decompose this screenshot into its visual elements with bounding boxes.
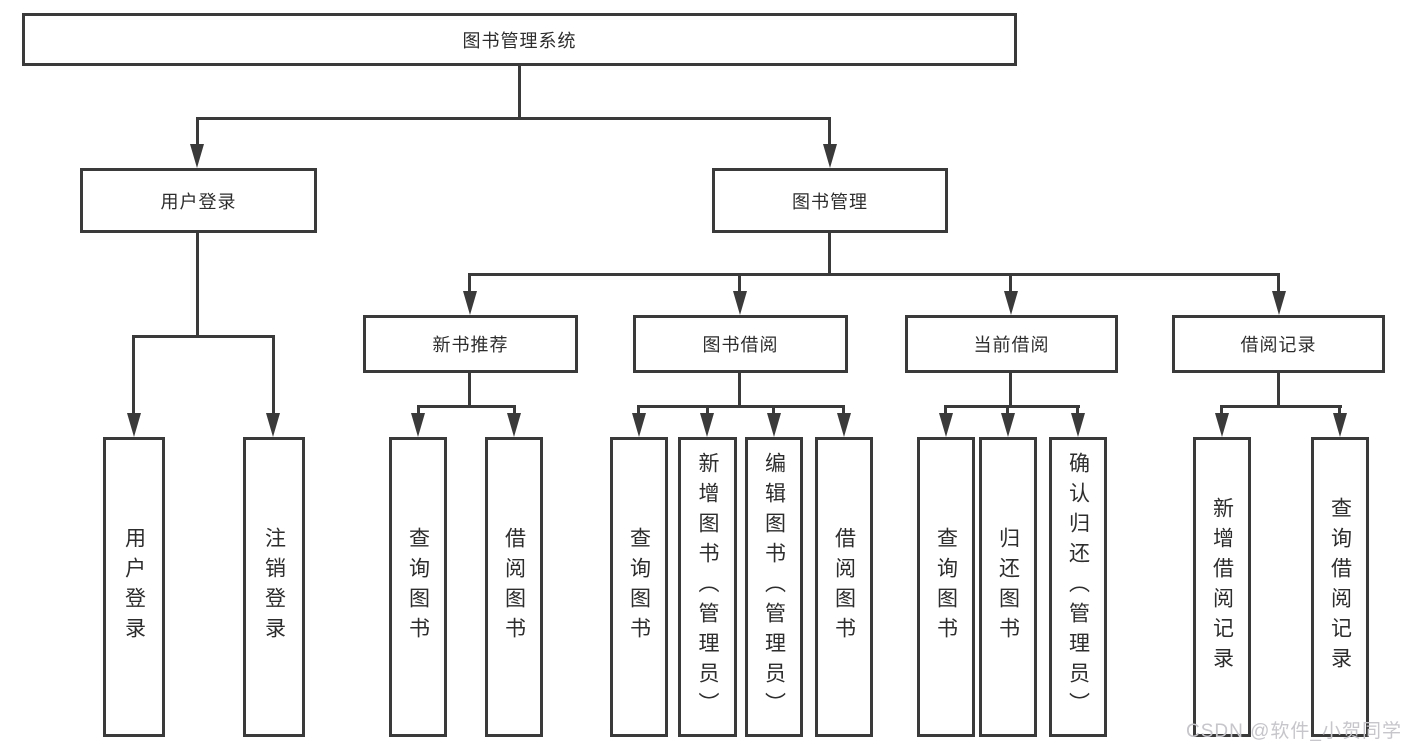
leaf-record-query-label: 查询借阅记录 <box>1328 497 1352 677</box>
connector-line <box>513 405 516 415</box>
arrow-down-icon <box>733 291 747 315</box>
connector-line <box>417 405 420 415</box>
watermark-text: CSDN @软件_小贺同学 <box>1186 721 1402 742</box>
node-library-system: 图书管理系统 <box>22 13 1017 66</box>
leaf-current-confirm-admin-label: 确认归还（管理员） <box>1066 452 1090 722</box>
node-book-management-label: 图书管理 <box>792 191 868 212</box>
node-borrow-records: 借阅记录 <box>1172 315 1385 373</box>
leaf-borrow-borrow: 借阅图书 <box>815 437 873 737</box>
connector-line <box>197 117 831 120</box>
connector-line <box>1277 273 1280 293</box>
leaf-newbook-query: 查询图书 <box>389 437 447 737</box>
connector-line <box>469 273 1280 276</box>
connector-line <box>468 273 471 293</box>
connector-line <box>1277 373 1280 405</box>
connector-line <box>133 335 274 338</box>
arrow-down-icon <box>823 144 837 168</box>
node-book-management: 图书管理 <box>712 168 948 233</box>
leaf-logout-label: 注销登录 <box>262 527 286 647</box>
connector-line <box>944 405 1080 408</box>
node-book-borrow: 图书借阅 <box>633 315 848 373</box>
arrow-down-icon <box>463 291 477 315</box>
node-new-book-recommend-label: 新书推荐 <box>432 335 509 355</box>
leaf-record-query: 查询借阅记录 <box>1311 437 1369 737</box>
leaf-newbook-query-label: 查询图书 <box>406 527 430 647</box>
connector-line <box>1220 405 1223 415</box>
node-library-system-label: 图书管理系统 <box>462 30 577 51</box>
connector-line <box>196 117 199 146</box>
leaf-user-login: 用户登录 <box>103 437 165 737</box>
connector-line <box>706 405 709 415</box>
leaf-newbook-borrow: 借阅图书 <box>485 437 543 737</box>
arrow-down-icon <box>1272 291 1286 315</box>
leaf-current-confirm-admin: 确认归还（管理员） <box>1049 437 1107 737</box>
arrow-down-icon <box>939 413 953 437</box>
arrow-down-icon <box>1001 413 1015 437</box>
arrow-down-icon <box>507 413 521 437</box>
connector-line <box>1006 405 1009 415</box>
connector-line <box>132 335 135 415</box>
leaf-borrow-query-label: 查询图书 <box>627 527 651 647</box>
leaf-borrow-edit-admin-label: 编辑图书（管理员） <box>762 452 786 722</box>
arrow-down-icon <box>1215 413 1229 437</box>
leaf-borrow-add-admin-label: 新增图书（管理员） <box>696 452 719 722</box>
connector-line <box>772 405 775 415</box>
leaf-current-query-label: 查询图书 <box>934 527 958 647</box>
arrow-down-icon <box>700 413 714 437</box>
arrow-down-icon <box>767 413 781 437</box>
arrow-down-icon <box>411 413 425 437</box>
leaf-borrow-edit-admin: 编辑图书（管理员） <box>745 437 803 737</box>
leaf-user-login-label: 用户登录 <box>122 527 146 647</box>
connector-line <box>828 117 831 146</box>
node-borrow-records-label: 借阅记录 <box>1240 335 1317 355</box>
connector-line <box>944 405 947 415</box>
arrow-down-icon <box>266 413 280 437</box>
node-current-borrow: 当前借阅 <box>905 315 1118 373</box>
arrow-down-icon <box>837 413 851 437</box>
arrow-down-icon <box>1071 413 1085 437</box>
arrow-down-icon <box>632 413 646 437</box>
connector-line <box>828 233 831 273</box>
connector-line <box>738 273 741 293</box>
connector-line <box>637 405 845 408</box>
leaf-current-return-label: 归还图书 <box>996 527 1020 647</box>
leaf-current-return: 归还图书 <box>979 437 1037 737</box>
node-user-login-label: 用户登录 <box>160 191 237 212</box>
connector-line <box>637 405 640 415</box>
leaf-logout: 注销登录 <box>243 437 305 737</box>
leaf-newbook-borrow-label: 借阅图书 <box>502 527 526 647</box>
node-current-borrow-label: 当前借阅 <box>973 335 1050 355</box>
leaf-borrow-borrow-label: 借阅图书 <box>832 527 856 647</box>
leaf-current-query: 查询图书 <box>917 437 975 737</box>
connector-line <box>272 335 275 415</box>
connector-line <box>842 405 845 415</box>
connector-line <box>518 66 521 117</box>
node-user-login: 用户登录 <box>80 168 317 233</box>
arrow-down-icon <box>127 413 141 437</box>
arrow-down-icon <box>190 144 204 168</box>
connector-line <box>196 233 199 335</box>
connector-line <box>1220 405 1342 408</box>
arrow-down-icon <box>1333 413 1347 437</box>
arrow-down-icon <box>1004 291 1018 315</box>
connector-line <box>738 373 741 405</box>
leaf-record-add: 新增借阅记录 <box>1193 437 1251 737</box>
node-new-book-recommend: 新书推荐 <box>363 315 578 373</box>
leaf-borrow-query: 查询图书 <box>610 437 668 737</box>
leaf-borrow-add-admin: 新增图书（管理员） <box>678 437 737 737</box>
connector-line <box>1338 405 1341 415</box>
connector-line <box>1076 405 1079 415</box>
connector-line <box>417 405 516 408</box>
connector-line <box>1009 273 1012 293</box>
node-book-borrow-label: 图书借阅 <box>702 335 779 355</box>
leaf-record-add-label: 新增借阅记录 <box>1210 497 1234 677</box>
connector-line <box>468 373 471 405</box>
connector-line <box>1009 373 1012 405</box>
